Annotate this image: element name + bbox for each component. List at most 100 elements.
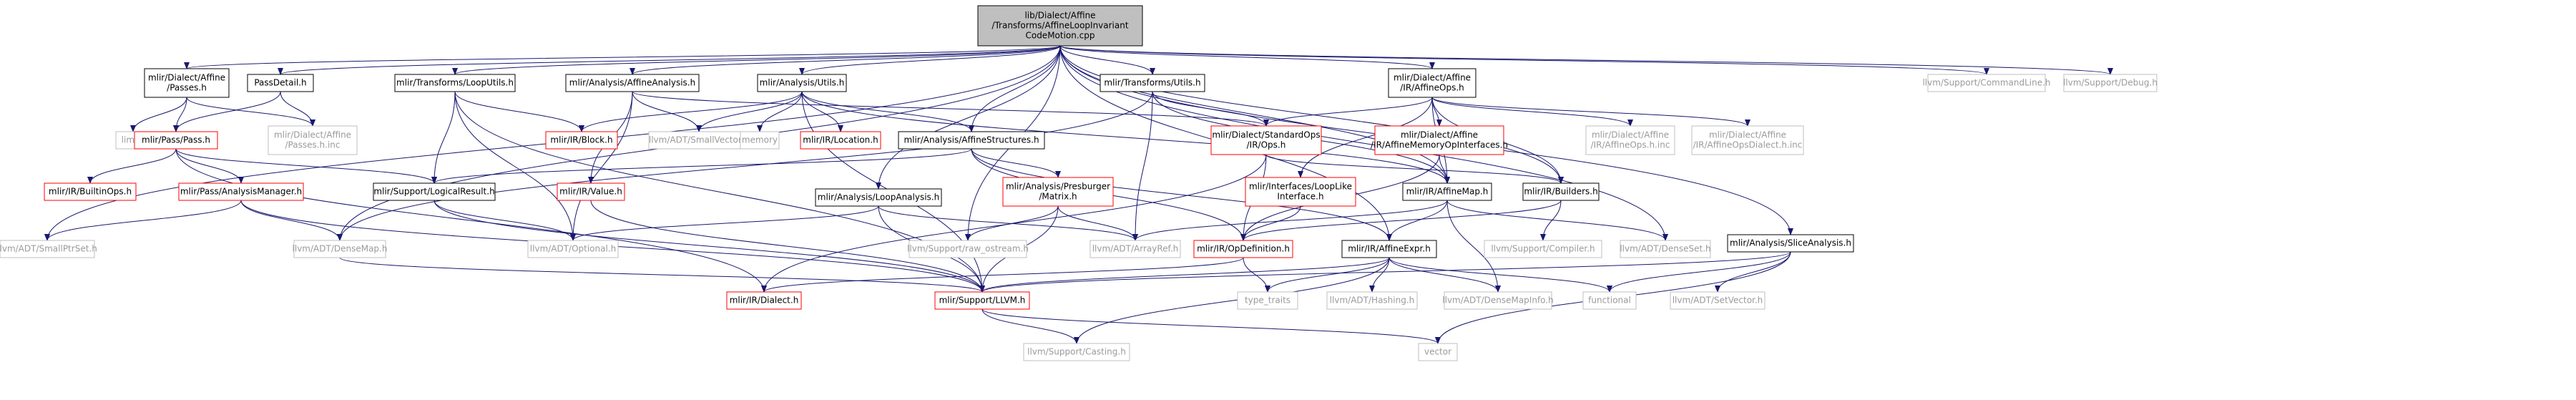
- node-pass-analysis-manager[interactable]: mlir/Pass/AnalysisManager.h: [178, 182, 304, 201]
- edge-root-to-affine_analysis: [630, 45, 1061, 75]
- node-affine-analysis[interactable]: mlir/Analysis/AffineAnalysis.h: [565, 74, 700, 92]
- node-affine-structures[interactable]: mlir/Analysis/AffineStructures.h: [898, 131, 1045, 150]
- edge-loopinfo_utils-to-optional: [454, 91, 576, 241]
- node-loop-analysis[interactable]: mlir/Analysis/LoopAnalysis.h: [815, 188, 942, 207]
- edge-affine_ops-to-affine_ops_inc: [1431, 97, 1633, 127]
- node-label: llvm/ADT/ArrayRef.h: [1092, 244, 1179, 254]
- node-box: [565, 74, 700, 92]
- node-passdetail[interactable]: PassDetail.h: [247, 74, 314, 92]
- node-affine-ops-inc: mlir/Dialect/Affine/IR/AffineOps.h.inc: [1585, 125, 1675, 155]
- node-affine-ops[interactable]: mlir/Dialect/Affine/IR/AffineOps.h: [1388, 68, 1476, 98]
- node-label: llvm/ADT/Hashing.h: [1330, 296, 1415, 306]
- node-label: mlir/Pass/Pass.h: [142, 135, 210, 145]
- node-label: mlir/Analysis/AffineAnalysis.h: [569, 78, 695, 88]
- edge-root-to-passdetail: [278, 45, 1061, 75]
- node-ir-opdefinition[interactable]: mlir/IR/OpDefinition.h: [1193, 240, 1293, 258]
- node-box: [1582, 291, 1637, 310]
- node-optional: llvm/ADT/Optional.h: [527, 240, 619, 258]
- edge-transforms_utils-to-densemap: [337, 91, 1153, 241]
- edge-affine_analysis-to-optional: [570, 91, 633, 241]
- node-root[interactable]: lib/Dialect/Affine/Transforms/AffineLoop…: [977, 5, 1143, 47]
- node-label: mlir/Dialect/Affine: [1394, 73, 1471, 83]
- node-box: [1245, 177, 1356, 207]
- node-box: [1620, 240, 1711, 258]
- node-pass-h[interactable]: mlir/Pass/Pass.h: [134, 131, 218, 150]
- node-box: [726, 291, 802, 310]
- node-box: [373, 182, 496, 201]
- node-box: [1402, 182, 1492, 201]
- edge-presburger_matrix-to-arrayref: [1057, 205, 1138, 241]
- node-label: llvm/ADT/DenseMapInfo.h: [1442, 296, 1553, 306]
- node-affine-passes-inc: mlir/Dialect/Affine/Passes.h.inc: [268, 125, 358, 155]
- node-label: mlir/Dialect/StandardOps: [1212, 130, 1320, 140]
- node-ir-location[interactable]: mlir/IR/Location.h: [800, 131, 881, 150]
- edge-analysis_utils-to-affine_structures: [801, 91, 974, 132]
- node-builtinops[interactable]: mlir/IR/BuiltinOps.h: [44, 182, 137, 201]
- node-ir-value[interactable]: mlir/IR/Value.h: [557, 182, 625, 201]
- edge-affine_passes-to-affine_passes_inc: [186, 97, 315, 127]
- node-label: PassDetail.h: [254, 78, 306, 88]
- node-label: mlir/Dialect/Affine: [1401, 130, 1478, 140]
- node-affine-passes[interactable]: mlir/Dialect/Affine/Passes.h: [144, 68, 230, 98]
- node-label: mlir/Transforms/Utils.h: [1104, 78, 1200, 88]
- node-standardops[interactable]: mlir/Dialect/StandardOps/IR/Ops.h: [1210, 125, 1322, 155]
- node-loopinfo-utils[interactable]: mlir/Transforms/LoopUtils.h: [394, 74, 516, 92]
- node-slice-analysis[interactable]: mlir/Analysis/SliceAnalysis.h: [1727, 234, 1854, 253]
- node-label: mlir/Support/LLVM.h: [939, 296, 1026, 306]
- edge-support_llvm-to-casting: [981, 308, 1079, 344]
- node-box: [1927, 74, 2046, 92]
- node-box: [134, 131, 218, 150]
- node-box: [247, 74, 314, 92]
- node-box: [934, 291, 1030, 310]
- node-arrayref: llvm/ADT/ArrayRef.h: [1089, 240, 1181, 258]
- node-label: /Passes.h: [167, 83, 207, 93]
- node-box: [1210, 125, 1322, 155]
- edge-root-to-ir_affinemap: [1059, 45, 1450, 184]
- node-analysis-utils[interactable]: mlir/Analysis/Utils.h: [757, 74, 847, 92]
- node-logicalresult[interactable]: mlir/Support/LogicalResult.h: [373, 182, 496, 201]
- edge-root-to-ir_builders: [1059, 45, 1564, 184]
- node-box: [757, 74, 847, 92]
- edge-affine_structures-to-presburger_matrix: [971, 148, 1061, 178]
- node-ir-builders[interactable]: mlir/IR/Builders.h: [1522, 182, 1600, 201]
- node-box: [1691, 125, 1804, 155]
- node-label: mlir/Analysis/SliceAnalysis.h: [1730, 238, 1851, 248]
- node-box: [1585, 125, 1675, 155]
- node-label: mlir/IR/Block.h: [550, 135, 612, 145]
- node-box: [1374, 125, 1504, 155]
- node-label: mlir/IR/OpDefinition.h: [1197, 244, 1290, 254]
- node-box: [178, 182, 304, 201]
- node-support-compiler: llvm/Support/Compiler.h: [1484, 240, 1602, 258]
- node-label: mlir/Analysis/LoopAnalysis.h: [818, 192, 939, 203]
- edge-standardops-to-ir_builders: [1265, 154, 1564, 184]
- node-transforms-utils[interactable]: mlir/Transforms/Utils.h: [1100, 74, 1205, 92]
- edge-loopinfo_utils-to-ir_block: [454, 91, 584, 132]
- node-box: [909, 240, 1027, 258]
- edge-ir_opdefinition-to-ir_dialect: [761, 257, 1244, 293]
- node-label: /IR/AffineMemoryOpInterfaces.h: [1371, 140, 1508, 150]
- node-box: [1341, 240, 1437, 258]
- node-affine-memory-iface[interactable]: mlir/Dialect/Affine/IR/AffineMemoryOpInt…: [1371, 125, 1508, 155]
- node-ir-dialect[interactable]: mlir/IR/Dialect.h: [726, 291, 802, 310]
- node-smallptrset: llvm/ADT/SmallPtrSet.h: [0, 240, 97, 258]
- node-box: [1089, 240, 1181, 258]
- node-presburger-matrix[interactable]: mlir/Analysis/Presburger/Matrix.h: [1002, 177, 1114, 207]
- edge-pass_h-to-pass_analysis_manager: [175, 148, 244, 184]
- edge-logicalresult-to-optional: [434, 200, 576, 241]
- node-box: [1388, 68, 1476, 98]
- node-box: [1002, 177, 1114, 207]
- node-ir-affinemap[interactable]: mlir/IR/AffineMap.h: [1402, 182, 1492, 201]
- edge-loop_analysis-to-arrayref: [878, 205, 1138, 241]
- node-box: [1193, 240, 1293, 258]
- edge-transforms_utils-to-arrayref: [1132, 91, 1153, 241]
- node-label: llvm/ADT/SmallVector.h: [649, 135, 749, 145]
- edge-analysis_utils-to-memory: [757, 91, 803, 132]
- node-label: llvm/ADT/SetVector.h: [1673, 296, 1763, 306]
- node-box: [740, 131, 780, 150]
- node-ir-affineexpr[interactable]: mlir/IR/AffineExpr.h: [1341, 240, 1437, 258]
- header-nodes: lib/Dialect/Affine/Transforms/AffineLoop…: [0, 5, 2158, 361]
- node-ir-block[interactable]: mlir/IR/Block.h: [545, 131, 618, 150]
- node-support-llvm[interactable]: mlir/Support/LLVM.h: [934, 291, 1030, 310]
- edge-ir_affineexpr-to-support_llvm: [979, 257, 1390, 293]
